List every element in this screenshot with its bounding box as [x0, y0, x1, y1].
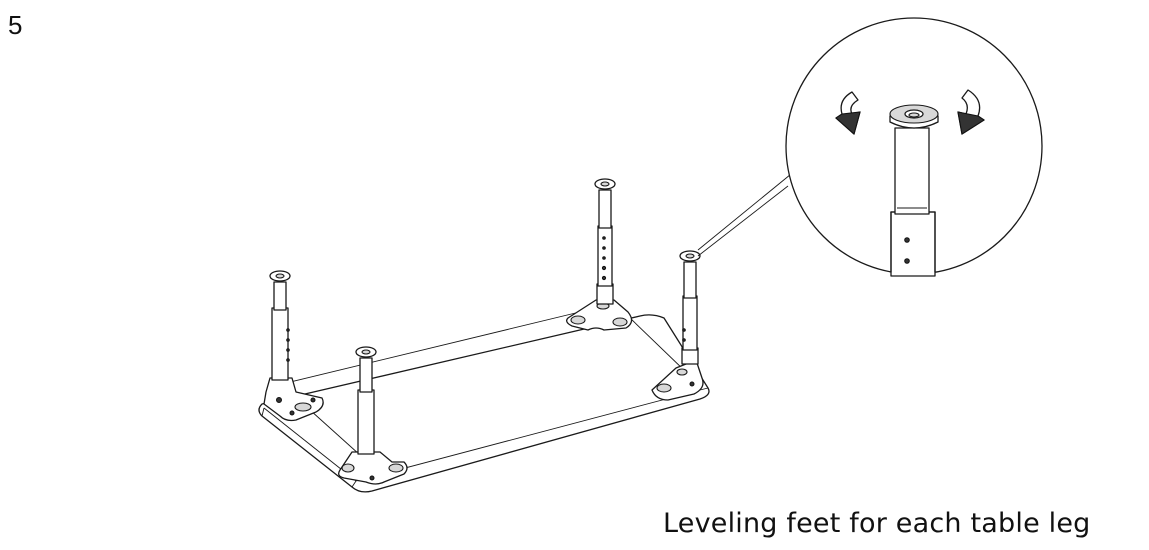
table-leg-front-left — [338, 346, 408, 485]
tabletop — [258, 314, 710, 493]
table-leg-left — [263, 270, 324, 422]
detail-magnifier — [785, 17, 1043, 277]
frame-lines — [281, 309, 687, 456]
rotate-arrow-icon — [957, 89, 985, 135]
table-leg-front-right — [651, 250, 704, 401]
rotate-arrow-icon — [835, 91, 861, 135]
callout-lines — [697, 169, 797, 257]
table-leg-back-right — [566, 178, 633, 331]
step-number: 5 — [8, 10, 23, 40]
caption-text: Leveling feet for each table leg — [663, 508, 1091, 539]
